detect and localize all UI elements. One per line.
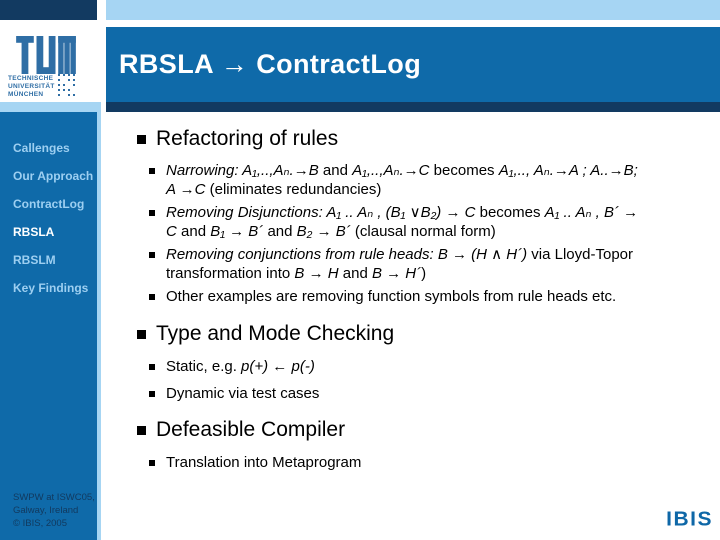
tum-logo-box: TECHNISCHE UNIVERSITÄT MÜNCHEN	[0, 27, 97, 102]
section-heading-item: Defeasible Compiler	[106, 416, 720, 446]
tum-org-line: UNIVERSITÄT	[8, 83, 55, 90]
sub-bullet-square-icon	[149, 460, 155, 466]
sub-bullet-square-icon	[149, 294, 155, 300]
slide-footer: SWPW at ISWC05, Galway, Ireland © IBIS, …	[13, 491, 95, 530]
sidebar-item-rbslm[interactable]: RBSLM	[13, 253, 56, 267]
footer-line-copyright: © IBIS, 2005	[13, 518, 68, 529]
sidebar-nav: Callenges Our Approach ContractLog RBSLA…	[0, 112, 97, 295]
section-heading-refactoring: Refactoring of rules	[156, 127, 339, 150]
bullet-item: Translation into Metaprogram	[106, 452, 720, 473]
sub-bullet-square-icon	[149, 168, 155, 174]
bullet-item: Static, e.g. p(+) ← p(-)	[106, 356, 720, 377]
bullet-text-other-examples: Other examples are removing function sym…	[166, 288, 617, 305]
footer-line-location: Galway, Ireland	[13, 505, 79, 516]
slide-title: RBSLA → ContractLog	[119, 49, 422, 79]
section-heading-defeasible-compiler: Defeasible Compiler	[156, 418, 346, 441]
footer-line-venue: SWPW at ISWC05,	[13, 492, 95, 503]
tum-org-line: MÜNCHEN	[8, 91, 44, 98]
ibis-logo: IBIS	[666, 508, 713, 531]
bullet-square-icon	[137, 426, 146, 435]
tum-org-line: TECHNISCHE	[8, 75, 54, 82]
bullet-item: Narrowing: A₁,..,Aₙ.→B and A₁,..,Aₙ.→C b…	[106, 161, 720, 199]
bullet-text-translation: Translation into Metaprogram	[166, 454, 362, 471]
sidebar: Callenges Our Approach ContractLog RBSLA…	[0, 112, 97, 540]
bullet-item: Removing Disjunctions: A₁ .. Aₙ , (B₁ ∨B…	[106, 203, 720, 241]
sidebar-edge-strip	[97, 112, 101, 540]
bullet-text-removing-conjunctions: Removing conjunctions from rule heads: B…	[166, 246, 634, 282]
top-left-navy-band	[0, 0, 97, 20]
section-heading-item: Refactoring of rules	[106, 125, 720, 155]
header-bottom-navy-strip	[106, 102, 720, 112]
sidebar-item-contractlog[interactable]: ContractLog	[13, 197, 85, 211]
bullet-square-icon	[137, 135, 146, 144]
section-heading-type-mode-checking: Type and Mode Checking	[156, 322, 395, 345]
bullet-item: Dynamic via test cases	[106, 383, 720, 404]
tum-emblem-icon	[16, 36, 76, 74]
section-heading-item: Type and Mode Checking	[106, 320, 720, 350]
sub-bullet-square-icon	[149, 210, 155, 216]
sidebar-item-key-findings[interactable]: Key Findings	[13, 281, 89, 295]
bullet-item: Removing conjunctions from rule heads: B…	[106, 245, 720, 283]
bullet-text-dynamic: Dynamic via test cases	[166, 385, 320, 402]
sub-bullet-square-icon	[149, 252, 155, 258]
left-light-strip	[0, 102, 101, 112]
bullet-text-narrowing: Narrowing: A₁,..,Aₙ.→B and A₁,..,Aₙ.→C b…	[166, 162, 638, 198]
sub-bullet-square-icon	[149, 364, 155, 370]
sidebar-item-rbsla[interactable]: RBSLA	[13, 225, 55, 239]
tum-org-name: TECHNISCHE UNIVERSITÄT MÜNCHEN	[8, 75, 55, 99]
sidebar-item-callenges[interactable]: Callenges	[13, 141, 70, 155]
bullet-item: Other examples are removing function sym…	[106, 287, 720, 306]
top-light-blue-band	[106, 0, 720, 20]
header-band: RBSLA → ContractLog	[106, 27, 720, 102]
slide-content: Refactoring of rules Narrowing: A₁,..,Aₙ…	[106, 112, 720, 540]
tum-pattern-icon	[58, 74, 75, 96]
sub-bullet-square-icon	[149, 391, 155, 397]
bullet-text-removing-disjunctions: Removing Disjunctions: A₁ .. Aₙ , (B₁ ∨B…	[166, 204, 639, 240]
bullet-square-icon	[137, 330, 146, 339]
sidebar-item-our-approach[interactable]: Our Approach	[13, 169, 94, 183]
bullet-text-static: Static, e.g. p(+) ← p(-)	[166, 358, 315, 375]
